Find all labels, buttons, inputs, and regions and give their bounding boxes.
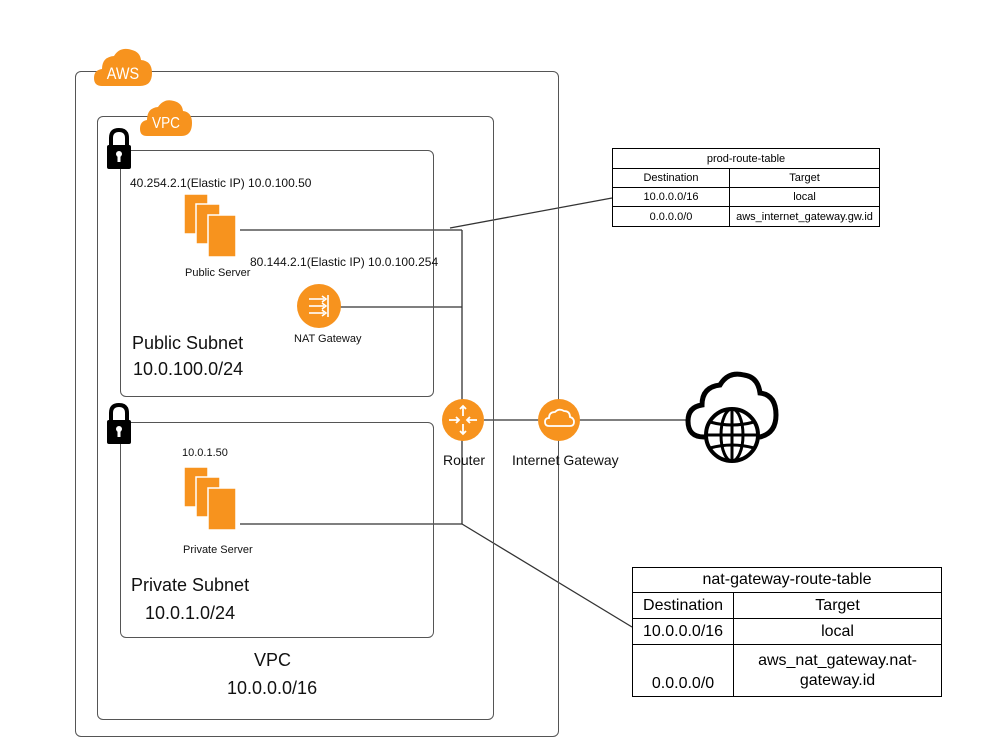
- vpc-cidr: 10.0.0.0/16: [227, 678, 318, 698]
- nat-table-pointer: [461, 523, 633, 628]
- router-icon: [442, 399, 484, 441]
- aws-cloud-icon: [94, 48, 152, 86]
- internet-gateway-label: Internet Gateway: [512, 452, 619, 468]
- vpc-boundary: [97, 116, 494, 720]
- private-server-label: Private Server: [183, 544, 253, 556]
- server-stack-icon: [183, 193, 237, 258]
- private-subnet-name: Private Subnet: [131, 575, 250, 595]
- router-label: Router: [443, 452, 486, 468]
- lock-icon: [107, 402, 131, 444]
- vpc-badge: VPC: [138, 96, 194, 140]
- private-subnet-cidr: 10.0.1.0/24: [145, 603, 236, 623]
- private-subnet-box: [120, 422, 434, 638]
- prod-table-pointer: [449, 197, 613, 229]
- vpc-name: VPC: [254, 650, 292, 670]
- prod-route-target: local: [729, 187, 880, 207]
- prod-route-destination: 0.0.0.0/0: [612, 206, 730, 227]
- private-server-ip: 10.0.1.50: [182, 447, 228, 459]
- public-subnet-name: Public Subnet: [132, 333, 244, 353]
- prod-route-table-title: prod-route-table: [612, 148, 880, 169]
- nat-route-table-header-destination: Destination: [631, 592, 735, 619]
- nat-route-destination: 10.0.0.0/16: [631, 618, 735, 645]
- nat-route-target: local: [733, 618, 942, 645]
- public-server-label: Public Server: [185, 267, 251, 279]
- public-subnet-cidr: 10.0.100.0/24: [133, 359, 244, 379]
- internet-gateway-icon: [538, 399, 580, 441]
- aws-badge: AWS: [92, 44, 154, 90]
- prod-route-target: aws_internet_gateway.gw.id: [729, 206, 880, 227]
- lock-icon: [107, 127, 131, 169]
- nat-gateway-ip: 80.144.2.1(Elastic IP) 10.0.100.254: [250, 255, 439, 269]
- nat-route-table-header-target: Target: [733, 592, 942, 619]
- internet-globe-icon: [685, 371, 779, 463]
- nat-gateway-route-table: nat-gateway-route-table Destination Targ…: [631, 567, 942, 697]
- public-subnet-box: [120, 150, 434, 397]
- prod-route-table: prod-route-table Destination Target 10.0…: [612, 148, 880, 227]
- vpc-cloud-icon: [140, 100, 192, 136]
- nat-route-destination: 0.0.0.0/0: [631, 644, 735, 697]
- prod-route-table-header-target: Target: [729, 168, 880, 188]
- prod-route-destination: 10.0.0.0/16: [612, 187, 730, 207]
- aws-badge-label: AWS: [106, 64, 140, 83]
- nat-gateway-icon: [297, 284, 341, 328]
- table-row: 0.0.0.0/0 aws_nat_gateway.nat-gateway.id: [631, 644, 942, 697]
- vpc-badge-label: VPC: [152, 115, 180, 132]
- table-row: 10.0.0.0/16 local: [631, 618, 942, 645]
- table-row: 10.0.0.0/16 local: [612, 187, 880, 207]
- nat-gateway-label: NAT Gateway: [294, 333, 362, 345]
- server-stack-icon: [183, 466, 237, 531]
- nat-route-target: aws_nat_gateway.nat-gateway.id: [733, 644, 942, 697]
- nat-route-table-title: nat-gateway-route-table: [632, 567, 942, 593]
- table-row: 0.0.0.0/0 aws_internet_gateway.gw.id: [612, 206, 880, 227]
- public-server-ip: 40.254.2.1(Elastic IP) 10.0.100.50: [130, 176, 312, 190]
- prod-route-table-header-destination: Destination: [612, 168, 730, 188]
